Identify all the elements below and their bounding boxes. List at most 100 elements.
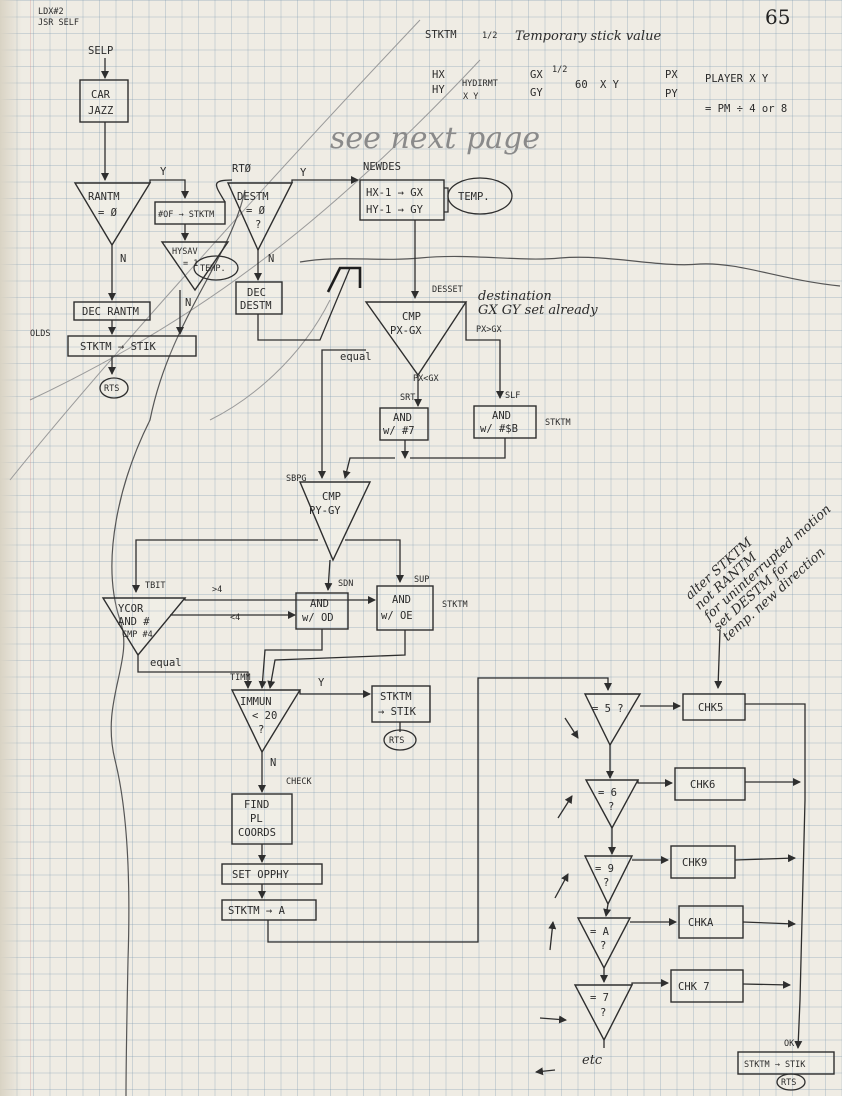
edge-of-rto-loop bbox=[215, 179, 233, 203]
hysav-line-2: = 1 bbox=[183, 259, 198, 269]
edge-rantm-yes bbox=[149, 179, 189, 199]
ok-label: OK bbox=[784, 1039, 795, 1049]
chk7-box bbox=[670, 969, 744, 1003]
header-gx: GX bbox=[530, 69, 543, 81]
edge-chk5-exit bbox=[745, 703, 806, 1049]
edge-andoe-immun bbox=[267, 630, 406, 689]
rts-label-3: RTS bbox=[781, 1078, 796, 1088]
and-7-line-2: w/ #7 bbox=[383, 425, 415, 437]
ycor-line-1: YCOR bbox=[118, 603, 144, 615]
chka-box bbox=[678, 905, 744, 939]
desset-label: DESSET bbox=[432, 285, 463, 295]
chk6-label: CHK6 bbox=[690, 779, 715, 791]
newdes-label: NEWDES bbox=[363, 161, 401, 173]
header-stktm-desc: Temporary stick value bbox=[515, 29, 661, 44]
car-jazz-line-2: JAZZ bbox=[88, 105, 113, 117]
chk5-label: CHK5 bbox=[698, 702, 723, 714]
see-next-page-note: see next page bbox=[330, 121, 540, 156]
eq7-line-1: = 7 bbox=[590, 992, 609, 1004]
stktm-stik-2-line-1: STKTM bbox=[380, 691, 412, 703]
faint-diagonal-line bbox=[9, 19, 421, 481]
of-stktm-box bbox=[154, 201, 226, 225]
ycor-line-3: CMP #4 bbox=[122, 630, 153, 640]
hy-gy-label: HY-1 → GY bbox=[366, 204, 424, 216]
edge-cmp-py-sdn bbox=[324, 559, 333, 591]
edge-cmp-py-sup bbox=[345, 539, 404, 583]
eq9-decision bbox=[583, 855, 634, 906]
sbpg-label: SBPG bbox=[286, 474, 306, 484]
edge-immun-yes bbox=[299, 690, 371, 698]
header-xy: X Y bbox=[600, 79, 620, 91]
etc-label: etc bbox=[582, 1053, 603, 1068]
stktm-stik-label-1: STKTM → STIK bbox=[80, 341, 157, 353]
left-arrow-2 bbox=[557, 795, 573, 819]
eq9-line-1: = 9 bbox=[595, 863, 614, 875]
rts-oval-3 bbox=[776, 1073, 806, 1091]
left-arrow-3 bbox=[554, 873, 569, 899]
rts-oval-1 bbox=[99, 377, 129, 399]
header-xy-small: X Y bbox=[463, 92, 478, 102]
stktm-stik-box-1 bbox=[67, 335, 197, 357]
ycor-line-2: AND # bbox=[118, 616, 150, 628]
set-opphy-label: SET OPPHY bbox=[232, 869, 290, 881]
edge-eq9-eqa bbox=[603, 903, 612, 917]
rantm-decision bbox=[73, 182, 152, 247]
and-b-line-1: AND bbox=[492, 410, 511, 422]
eq7-decision bbox=[573, 984, 634, 1042]
dec-destm-line-1: DEC bbox=[247, 287, 266, 299]
sup-label: SUP bbox=[414, 575, 429, 585]
dec-destm-line-2: DESTM bbox=[240, 300, 272, 312]
stktm-stik-box-2 bbox=[371, 685, 431, 723]
notebook-binding-shadow bbox=[0, 0, 22, 1096]
cmp-px-line-1: CMP bbox=[402, 311, 421, 323]
immun-y-label: Y bbox=[318, 677, 325, 689]
px-gt-label: PX>GX bbox=[476, 325, 502, 335]
edge-andod-immun bbox=[258, 629, 323, 689]
gt4-label: >4 bbox=[212, 585, 222, 595]
timm-label: TIMM bbox=[230, 673, 250, 683]
faint-wavy-line bbox=[209, 299, 331, 421]
edge-stktm-a-dispatch bbox=[267, 677, 612, 943]
header-sixty: 60 bbox=[575, 79, 588, 91]
header-half: 1/2 bbox=[552, 65, 567, 75]
header-hydirmt: HYDIRMT bbox=[462, 79, 498, 89]
edge-ycor-gt4 bbox=[184, 596, 376, 604]
dec-rantm-label: DEC RANTM bbox=[82, 306, 139, 318]
newdes-box bbox=[359, 179, 445, 221]
corner-note-line-2: JSR SELF bbox=[38, 18, 79, 28]
stktm-a-box bbox=[221, 899, 317, 921]
cmp-py-decision bbox=[298, 481, 372, 562]
faint-diagonal-line-2 bbox=[29, 59, 481, 401]
stktm-stik-label-3: STKTM → STIK bbox=[744, 1060, 806, 1070]
edge-eq6-chk6 bbox=[637, 779, 673, 787]
eq6-line-2: ? bbox=[608, 801, 614, 813]
destm-line-3: ? bbox=[255, 219, 261, 231]
srt-label: SRT bbox=[400, 393, 415, 403]
immun-decision bbox=[230, 689, 302, 754]
stktm-note-2: STKTM bbox=[442, 600, 468, 610]
hx-gx-label: HX-1 → GX bbox=[366, 187, 424, 199]
selp-label: SELP bbox=[88, 45, 113, 57]
edge-px-gt bbox=[465, 302, 504, 399]
eq5-label: = 5 ? bbox=[592, 703, 624, 715]
destm-line-1: DESTM bbox=[237, 191, 269, 203]
car-jazz-line-1: CAR bbox=[91, 89, 111, 101]
chk5-box bbox=[682, 693, 746, 721]
rts-label-2: RTS bbox=[389, 736, 404, 746]
edge-chk9-exit bbox=[734, 854, 796, 863]
cmp-py-line-2: PY-GY bbox=[309, 505, 341, 517]
eqa-decision bbox=[576, 917, 632, 970]
chka-label: CHKA bbox=[688, 917, 714, 929]
left-arrow-1 bbox=[564, 717, 579, 739]
left-arrow-bottom bbox=[535, 1067, 556, 1076]
edge-chka-exit bbox=[742, 919, 796, 928]
chk9-label: CHK9 bbox=[682, 857, 707, 869]
stktm-note-1: STKTM bbox=[545, 418, 571, 428]
set-opphy-box bbox=[221, 863, 323, 885]
edge-merge-cmp-py bbox=[342, 457, 395, 479]
rantm-line-1: RANTM bbox=[88, 191, 120, 203]
olds-label: OLDS bbox=[30, 329, 50, 339]
equal-label-1: equal bbox=[340, 351, 372, 363]
header-px: PX bbox=[665, 69, 678, 81]
